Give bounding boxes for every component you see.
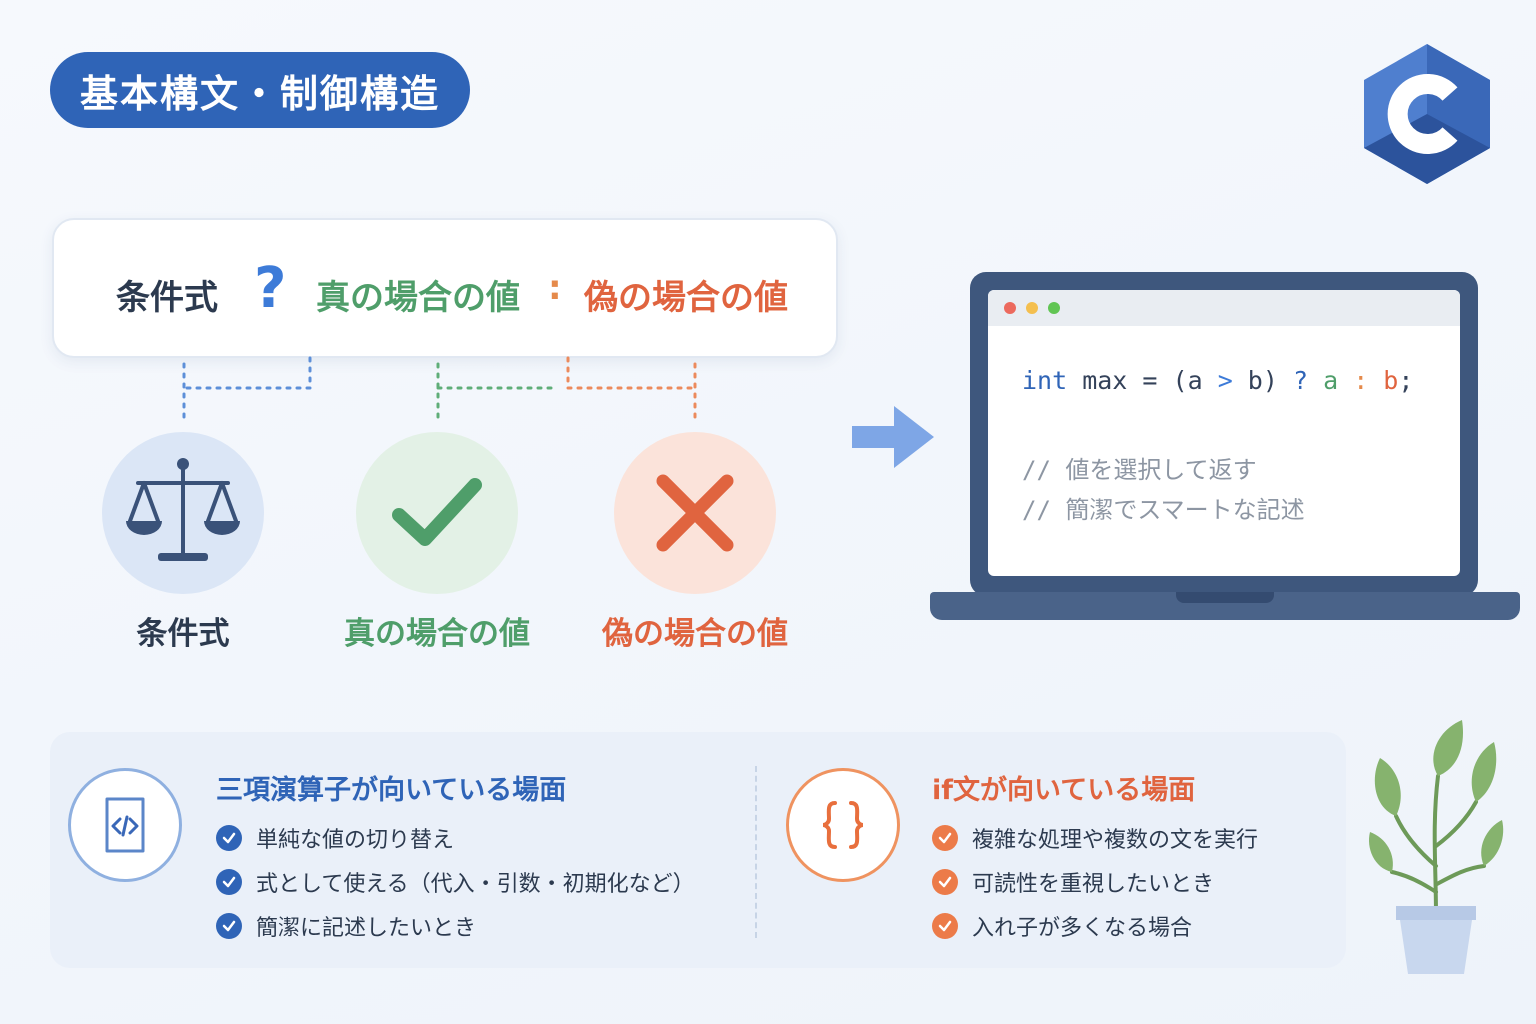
condition-circle (102, 432, 264, 594)
window-minimize-dot (1026, 302, 1038, 314)
false-value-circle (614, 432, 776, 594)
window-close-dot (1004, 302, 1016, 314)
list-item-text: 複雑な処理や複数の文を実行 (972, 828, 1259, 853)
code-comment: // 値を選択して返す (1022, 456, 1257, 484)
true-value-label: 真の場合の値 (344, 616, 530, 652)
check-icon (216, 825, 242, 851)
ternary-section-title: 三項演算子が向いている場面 (216, 775, 567, 806)
list-item: 入れ子が多くなる場合 (932, 910, 1192, 942)
checkmark-icon (392, 478, 482, 546)
potted-plant-icon (1368, 720, 1504, 974)
code-token: ) (1262, 366, 1293, 395)
ternary-icon-ring (68, 768, 182, 882)
formula-false-value: 偽の場合の値 (584, 278, 788, 318)
window-maximize-dot (1048, 302, 1060, 314)
if-icon-ring (786, 768, 900, 882)
if-section-title: if文が向いている場面 (932, 775, 1196, 806)
check-icon (216, 869, 242, 895)
ternary-formula-box: 条件式 ? 真の場合の値 : 偽の場合の値 (52, 218, 838, 358)
code-line: int max = (a > b) ? a : b; (1022, 366, 1413, 395)
formula-question-mark: ? (254, 256, 287, 321)
code-file-icon (105, 797, 145, 853)
code-token: b (1368, 366, 1399, 395)
dotted-connectors (182, 356, 697, 426)
curly-braces-icon (822, 801, 864, 849)
check-icon (932, 869, 958, 895)
list-item: 複雑な処理や複数の文を実行 (932, 822, 1258, 854)
section-divider (755, 766, 757, 938)
check-icon (216, 913, 242, 939)
code-token: b (1247, 366, 1263, 395)
code-token: : (1353, 366, 1369, 395)
formula-colon: : (548, 268, 562, 308)
scale-icon (126, 458, 240, 561)
code-token: > (1202, 366, 1248, 395)
list-item: 式として使える（代入・引数・初期化など） (216, 866, 695, 898)
laptop-notch (1176, 592, 1274, 603)
code-token: ; (1398, 366, 1414, 395)
c-language-logo-icon (1364, 44, 1490, 184)
code-token: ? (1292, 366, 1309, 395)
list-item: 簡潔に記述したいとき (216, 910, 476, 942)
laptop-screen: int max = (a > b) ? a : b; // 値を選択して返す /… (988, 290, 1460, 576)
list-item-text: 可読性を重視したいとき (972, 872, 1215, 897)
cross-icon (656, 474, 734, 552)
code-token: a (1187, 366, 1203, 395)
formula-condition: 条件式 (116, 278, 218, 318)
true-value-circle (356, 432, 518, 594)
page-title: 基本構文・制御構造 (50, 52, 470, 128)
list-item: 可読性を重視したいとき (932, 866, 1214, 898)
code-token: max = ( (1067, 366, 1188, 395)
window-title-bar (988, 290, 1460, 326)
code-token: a (1308, 366, 1354, 395)
check-icon (932, 825, 958, 851)
list-item: 単純な値の切り替え (216, 822, 454, 854)
false-value-label: 偽の場合の値 (602, 616, 788, 652)
list-item-text: 簡潔に記述したいとき (256, 916, 477, 941)
list-item-text: 単純な値の切り替え (256, 828, 455, 853)
comparison-panel (50, 732, 1346, 968)
arrow-right-icon (852, 406, 934, 468)
formula-true-value: 真の場合の値 (316, 278, 520, 318)
list-item-text: 入れ子が多くなる場合 (972, 916, 1193, 941)
condition-label: 条件式 (136, 616, 230, 652)
code-token: int (1022, 366, 1068, 395)
list-item-text: 式として使える（代入・引数・初期化など） (256, 872, 695, 897)
check-icon (932, 913, 958, 939)
code-comment: // 簡潔でスマートな記述 (1022, 496, 1305, 524)
